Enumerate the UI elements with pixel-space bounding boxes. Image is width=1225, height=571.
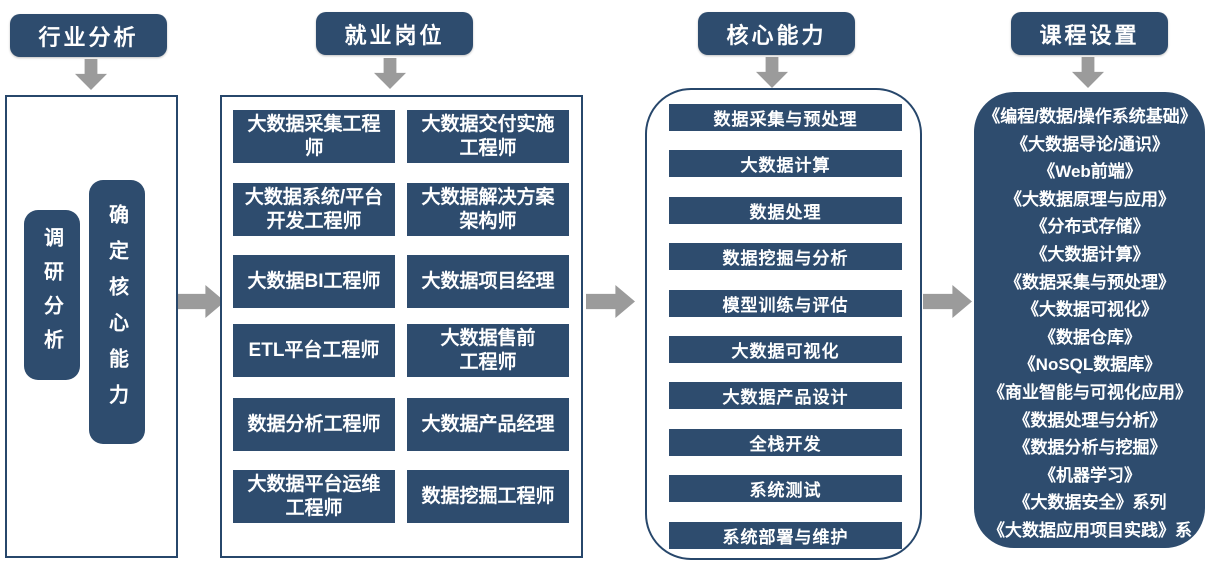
- competency-item: 数据处理: [669, 197, 902, 224]
- course-item: 《数据仓库》: [1039, 327, 1141, 347]
- course-item: 《商业智能与可视化应用》: [988, 382, 1192, 402]
- right-arrow-icon: [176, 285, 225, 318]
- job-item: 大数据交付实施 工程师: [407, 110, 569, 163]
- job-item: 大数据系统/平台 开发工程师: [233, 183, 395, 236]
- header-industry-analysis: 行业分析: [10, 14, 167, 57]
- down-arrow-icon: [756, 57, 788, 88]
- course-list: 《编程/数据/操作系统基础》 《大数据导论/通识》 《Web前端》 《大数据原理…: [960, 103, 1220, 571]
- job-item: 大数据采集工程 师: [233, 110, 395, 163]
- course-item: 《机器学习》: [1039, 465, 1141, 485]
- job-item: 大数据BI工程师: [233, 255, 395, 308]
- panel-industry-analysis: 调研分析 确定核心能力: [5, 95, 178, 558]
- course-item: 《NoSQL数据库》: [1018, 355, 1162, 375]
- course-item: 《数据分析与挖掘》: [1013, 438, 1167, 458]
- header-core-competencies: 核心能力: [698, 12, 855, 55]
- course-item: 《大数据计算》: [1030, 244, 1150, 264]
- header-course-setup: 课程设置: [1011, 12, 1168, 55]
- course-item: 《数据处理与分析》: [1013, 410, 1167, 430]
- competency-item: 模型训练与评估: [669, 290, 902, 317]
- step-define-core-competencies: 确定核心能力: [89, 180, 145, 444]
- course-item: 《大数据原理与应用》: [1005, 189, 1175, 209]
- competency-item: 大数据产品设计: [669, 382, 902, 409]
- job-item: 大数据解决方案 架构师: [407, 183, 569, 236]
- panel-core-competencies: 数据采集与预处理 大数据计算 数据处理 数据挖掘与分析 模型训练与评估 大数据可…: [645, 88, 922, 560]
- competency-item: 系统测试: [669, 475, 902, 502]
- competency-item: 大数据计算: [669, 150, 902, 177]
- job-item: ETL平台工程师: [233, 324, 395, 377]
- course-item: 《分布式存储》: [1030, 217, 1150, 237]
- course-item: 《大数据安全》系列: [1013, 493, 1167, 513]
- course-item: 《大数据可视化》: [1022, 300, 1158, 320]
- job-item: 大数据平台运维 工程师: [233, 470, 395, 523]
- down-arrow-icon: [374, 58, 406, 89]
- competency-item: 数据采集与预处理: [669, 104, 902, 131]
- job-item: 大数据项目经理: [407, 255, 569, 308]
- header-employment-positions: 就业岗位: [316, 12, 473, 55]
- course-item: 《大数据导论/通识》: [1011, 134, 1169, 154]
- down-arrow-icon: [1072, 57, 1104, 88]
- panel-course-setup: 《编程/数据/操作系统基础》 《大数据导论/通识》 《Web前端》 《大数据原理…: [974, 92, 1205, 568]
- panel-employment-positions: 大数据采集工程 师 大数据交付实施 工程师 大数据系统/平台 开发工程师 大数据…: [220, 95, 583, 558]
- job-item: 大数据售前 工程师: [407, 324, 569, 377]
- course-item: 《大数据应用项目实践》系 列: [988, 520, 1192, 568]
- competency-item: 全栈开发: [669, 429, 902, 456]
- competency-item: 数据挖掘与分析: [669, 243, 902, 270]
- course-item: 《Web前端》: [1038, 162, 1142, 182]
- job-item: 大数据产品经理: [407, 398, 569, 451]
- job-item: 数据挖掘工程师: [407, 470, 569, 523]
- down-arrow-icon: [75, 59, 107, 90]
- job-item: 数据分析工程师: [233, 398, 395, 451]
- competency-item: 大数据可视化: [669, 336, 902, 363]
- course-item: 《数据采集与预处理》: [1005, 272, 1175, 292]
- competency-item: 系统部署与维护: [669, 522, 902, 549]
- right-arrow-icon: [586, 285, 635, 318]
- course-item: 《编程/数据/操作系统基础》: [983, 107, 1197, 126]
- step-research-analysis: 调研分析: [24, 210, 80, 380]
